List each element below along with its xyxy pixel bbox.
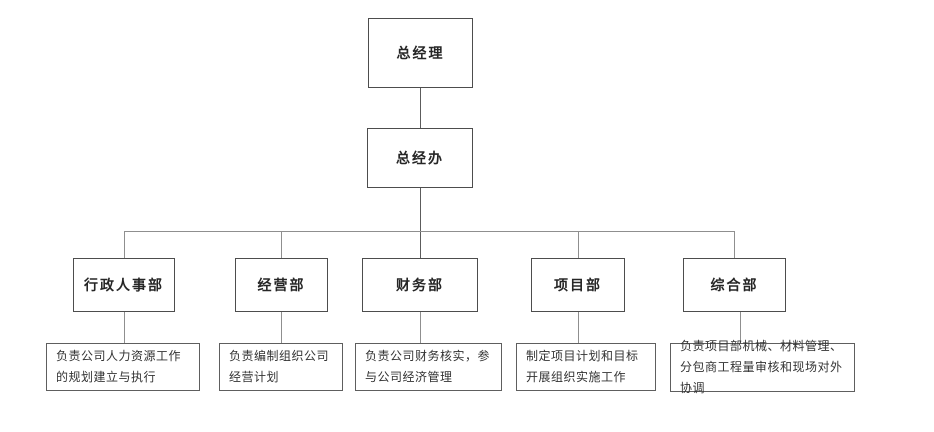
department-label: 项目部	[554, 278, 602, 294]
connector-dept-5-to-desc	[740, 312, 741, 343]
connector-bus-to-dept-1	[124, 231, 125, 258]
node-general-manager: 总经理	[368, 18, 473, 88]
department-label: 经营部	[257, 278, 306, 294]
connector-dept-1-to-desc	[124, 312, 125, 343]
node-department-operations: 经营部	[235, 258, 328, 312]
description-text: 负责编制组织公司经营计划	[229, 349, 330, 384]
connector-office-to-bus	[420, 188, 421, 258]
description-text: 负责项目部机械、材料管理、分包商工程量审核和现场对外协调	[680, 339, 843, 395]
connector-bus-to-dept-4	[578, 231, 579, 258]
node-department-admin-hr: 行政人事部	[73, 258, 175, 312]
connector-bus-to-dept-2	[281, 231, 282, 258]
connector-dept-4-to-desc	[578, 312, 579, 343]
node-department-general-affairs: 综合部	[683, 258, 786, 312]
node-department-project: 项目部	[531, 258, 625, 312]
description-operations: 负责编制组织公司经营计划	[219, 343, 343, 391]
department-label: 财务部	[396, 278, 444, 294]
node-general-manager-label: 总经理	[396, 46, 445, 62]
connector-bus-to-dept-5	[734, 231, 735, 258]
connector-bus-line	[124, 231, 735, 232]
description-project: 制定项目计划和目标开展组织实施工作	[516, 343, 656, 391]
description-text: 制定项目计划和目标开展组织实施工作	[526, 349, 639, 384]
connector-root-to-office	[420, 88, 421, 128]
department-label: 行政人事部	[84, 278, 164, 294]
department-label: 综合部	[710, 278, 759, 294]
node-general-office-label: 总经办	[396, 151, 444, 167]
node-department-finance: 财务部	[362, 258, 478, 312]
connector-dept-2-to-desc	[281, 312, 282, 343]
description-finance: 负责公司财务核实，参与公司经济管理	[355, 343, 502, 391]
description-text: 负责公司财务核实，参与公司经济管理	[365, 349, 491, 384]
description-text: 负责公司人力资源工作的规划建立与执行	[56, 349, 182, 384]
description-admin-hr: 负责公司人力资源工作的规划建立与执行	[46, 343, 200, 391]
node-general-office: 总经办	[367, 128, 473, 188]
description-general-affairs: 负责项目部机械、材料管理、分包商工程量审核和现场对外协调	[670, 339, 855, 395]
connector-dept-3-to-desc	[420, 312, 421, 343]
